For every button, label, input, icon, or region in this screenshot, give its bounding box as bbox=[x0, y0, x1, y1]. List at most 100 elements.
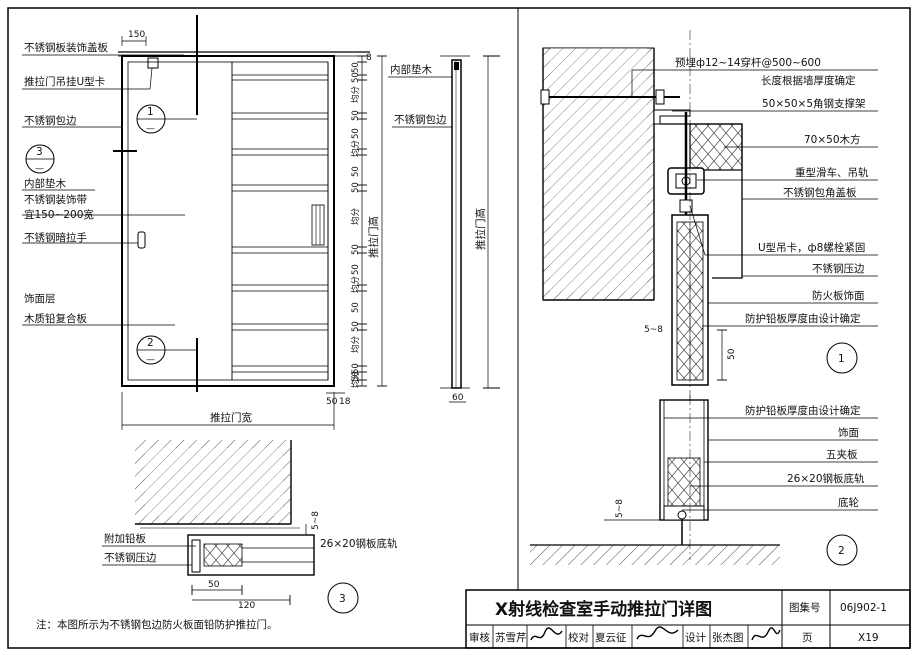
drawing-title: X射线检查室手动推拉门详图 bbox=[495, 599, 712, 620]
d3-dim-120: 120 bbox=[238, 601, 255, 611]
check-label: 校对 bbox=[568, 631, 589, 644]
d1-dim-gap: 5~8 bbox=[644, 325, 663, 335]
callout-3-number: 3 bbox=[36, 146, 43, 158]
side-dim-label: 50 bbox=[351, 72, 361, 83]
callout-3-ref: — bbox=[35, 164, 44, 174]
side-dim-label: 50 bbox=[351, 371, 361, 382]
dim-150: 150 bbox=[128, 30, 145, 40]
side-dim-label: 50 bbox=[351, 321, 361, 332]
d1-label-4: 重型滑车、吊轨 bbox=[795, 166, 869, 179]
label-inner-block: 内部垫木 bbox=[24, 177, 66, 190]
d1-label-3: 70×50木方 bbox=[804, 133, 861, 146]
side-dim-label: 均分 bbox=[350, 139, 361, 157]
detail-2-marker bbox=[826, 534, 858, 566]
designer-signature bbox=[751, 627, 781, 641]
d3-rail: 26×20钢板底轨 bbox=[320, 537, 398, 550]
d1-label-0: 预埋ф12~14穿杆@500~600 bbox=[675, 56, 821, 69]
side-dim-label: 均分 bbox=[350, 85, 361, 103]
d1-label-5: 不锈钢包角盖板 bbox=[783, 186, 857, 199]
section-height: 推拉门高 bbox=[474, 208, 487, 250]
checker-signature bbox=[636, 626, 679, 640]
atlas-label: 图集号 bbox=[789, 601, 821, 614]
section-inner-block: 内部垫木 bbox=[390, 63, 432, 76]
d1-dim-50: 50 bbox=[727, 348, 737, 360]
section-ss-edge: 不锈钢包边 bbox=[394, 113, 447, 126]
side-dim-label: 均分 bbox=[350, 207, 361, 225]
side-dim-label: 50 bbox=[351, 182, 361, 193]
callout-3-elevation bbox=[25, 144, 55, 174]
d3-lead-plate: 附加铅板 bbox=[104, 532, 146, 545]
side-dim-label: 均分 bbox=[350, 370, 361, 388]
callout-1-elevation bbox=[136, 104, 197, 134]
designer-name: 张杰图 bbox=[712, 632, 744, 644]
review-label: 审核 bbox=[469, 631, 490, 644]
d2-label-0: 防护铅板厚度由设计确定 bbox=[745, 404, 861, 417]
side-dim-label: 50 bbox=[351, 110, 361, 121]
callout-1-number: 1 bbox=[147, 106, 154, 118]
d2-dim-gap: 5~8 bbox=[615, 499, 625, 518]
title-block bbox=[465, 589, 911, 649]
left-leaders bbox=[22, 54, 185, 326]
page-label: 页 bbox=[802, 632, 813, 644]
detail-3-number: 3 bbox=[339, 593, 346, 605]
label-u-clip: 推拉门吊挂U型卡 bbox=[24, 75, 105, 88]
callout-1-ref: — bbox=[146, 124, 155, 134]
label-ss-edge: 不锈钢包边 bbox=[24, 114, 77, 127]
dim-top-8: 8 bbox=[366, 53, 372, 63]
detail-2-drawing bbox=[530, 395, 878, 565]
d2-label-2: 五夹板 bbox=[826, 448, 858, 461]
d3-dim-50: 50 bbox=[208, 580, 220, 590]
detail-1-number: 1 bbox=[838, 353, 845, 365]
label-strip-width: 宜150~200宽 bbox=[24, 208, 94, 221]
d2-label-4: 底轮 bbox=[838, 496, 859, 509]
door-height-label: 推拉门高 bbox=[367, 216, 380, 258]
side-dim-label: 50 bbox=[351, 128, 361, 139]
side-dim-label: 50 bbox=[351, 166, 361, 177]
page-number: X19 bbox=[858, 632, 879, 644]
door-elevation bbox=[113, 15, 387, 430]
d1-label-9: 防护铅板厚度由设计确定 bbox=[745, 312, 861, 325]
detail-2-number: 2 bbox=[838, 545, 845, 557]
callout-2-ref: — bbox=[146, 355, 155, 365]
design-label: 设计 bbox=[685, 631, 706, 644]
side-dim-label: 50 bbox=[351, 264, 361, 275]
d1-label-1: 长度根据墙厚度确定 bbox=[761, 74, 856, 87]
label-ss-strip: 不锈钢装饰带 bbox=[24, 193, 87, 206]
atlas-number: 06J902-1 bbox=[840, 602, 887, 614]
sheet-border bbox=[7, 7, 911, 649]
callout-2-elevation bbox=[136, 335, 197, 365]
d1-label-8: 防火板饰面 bbox=[812, 289, 865, 302]
section-dim-60: 60 bbox=[452, 393, 464, 403]
door-section bbox=[388, 55, 500, 403]
dim-bottom-50: 50 bbox=[326, 397, 338, 407]
side-dim-label: 均分 bbox=[350, 335, 361, 353]
callout-2-number: 2 bbox=[147, 337, 154, 349]
label-handle: 不锈钢暗拉手 bbox=[24, 231, 87, 244]
side-dim-label: 50 bbox=[351, 62, 361, 73]
detail-1-drawing bbox=[540, 30, 878, 400]
door-width-label: 推拉门宽 bbox=[210, 411, 252, 424]
footnote: 注：本图所示为不锈钢包边防火板面铅防护推拉门。 bbox=[36, 618, 278, 631]
d1-label-7: 不锈钢压边 bbox=[812, 262, 865, 275]
reviewer-name: 苏雪芹 bbox=[495, 631, 527, 644]
detail-3-drawing bbox=[102, 440, 315, 605]
d1-label-2: 50×50×5角钢支撑架 bbox=[762, 97, 866, 110]
d1-label-6: U型吊卡，ф8螺栓紧固 bbox=[758, 241, 865, 254]
side-dim-label: 均分 bbox=[350, 275, 361, 293]
d2-label-1: 饰面 bbox=[838, 426, 859, 439]
side-dim-label: 50 bbox=[351, 363, 361, 374]
checker-name: 夏云征 bbox=[595, 632, 627, 644]
reviewer-signature bbox=[530, 627, 563, 641]
label-finish: 饰面层 bbox=[24, 292, 56, 305]
d3-ss-press: 不锈钢压边 bbox=[104, 551, 157, 564]
label-cover-plate: 不锈钢板装饰盖板 bbox=[24, 41, 108, 54]
d2-label-3: 26×20钢板底轨 bbox=[787, 472, 865, 485]
detail-1-marker bbox=[826, 342, 858, 374]
side-dim-label: 50 bbox=[351, 244, 361, 255]
dim-bottom-18: 18 bbox=[339, 397, 351, 407]
side-dim-label: 50 bbox=[351, 302, 361, 313]
d3-dim-gap: 5~8 bbox=[311, 511, 321, 530]
detail-3-marker bbox=[327, 582, 359, 614]
